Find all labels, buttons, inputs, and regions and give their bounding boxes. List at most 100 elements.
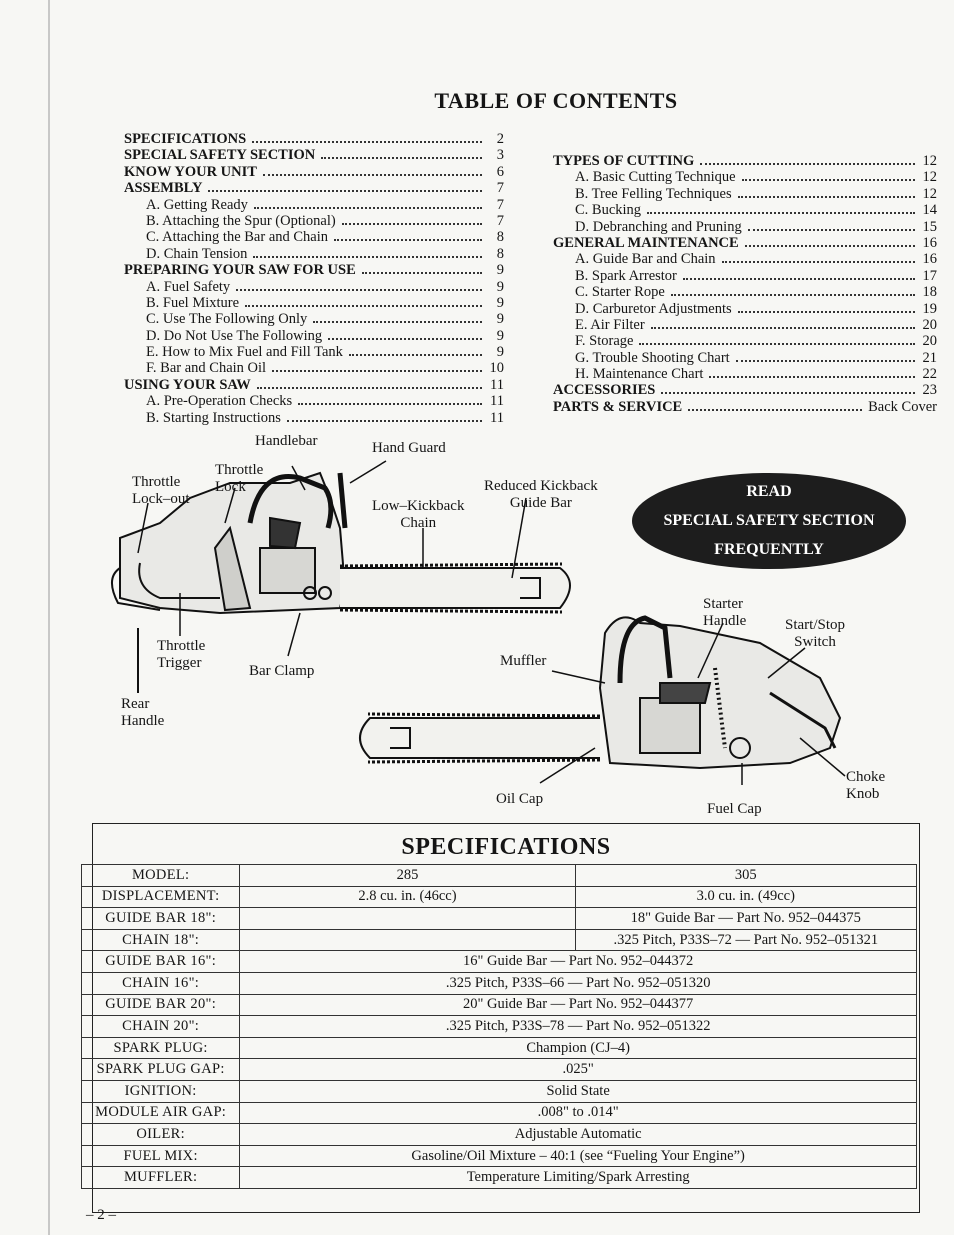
toc-entry-label: B. Fuel Mixture — [146, 294, 240, 311]
spec-value-305: 305 — [574, 864, 918, 887]
toc-entry-label: E. Air Filter — [575, 316, 645, 333]
toc-entry: B. Fuel Mixture 9 — [124, 295, 504, 311]
toc-entry-page: 8 — [496, 229, 504, 246]
toc-entry-label: GENERAL MAINTENANCE — [553, 234, 739, 251]
spec-value: .325 Pitch, P33S–66 — Part No. 952–05132… — [239, 971, 917, 995]
toc-leader-dots — [253, 255, 482, 258]
spec-value: .025" — [239, 1058, 917, 1081]
spec-label: GUIDE BAR 18": — [80, 907, 241, 930]
spec-value-285 — [239, 907, 576, 930]
toc-entry-page: 20 — [922, 333, 938, 350]
toc-entry-page: 9 — [496, 278, 504, 295]
toc-leader-dots — [737, 310, 915, 313]
spec-row: CHAIN 16":.325 Pitch, P33S–66 — Part No.… — [80, 971, 917, 995]
spec-value: 20" Guide Bar — Part No. 952–044377 — [239, 993, 917, 1017]
toc-leader-dots — [272, 370, 482, 373]
toc-entry-label: TYPES OF CUTTING — [553, 153, 695, 169]
spec-label: GUIDE BAR 20": — [80, 993, 241, 1017]
toc-entry-page: 9 — [496, 344, 504, 361]
toc-entry-label: H. Maintenance Chart — [575, 366, 704, 383]
toc-entry-label: C. Bucking — [575, 202, 642, 219]
toc-entry-page: 9 — [496, 262, 504, 279]
toc-entry-label: A. Pre-Operation Checks — [146, 393, 293, 410]
toc-leader-dots — [700, 163, 915, 165]
toc-entry-page: 3 — [496, 147, 504, 164]
toc-leader-dots — [208, 190, 482, 193]
toc-entry-label: B. Tree Felling Techniques — [575, 185, 732, 202]
toc-leader-dots — [721, 261, 915, 264]
toc-leader-dots — [252, 141, 482, 143]
toc-entry: B. Attaching the Spur (Optional)7 — [124, 213, 504, 229]
label-muffler: Muffler — [500, 653, 547, 669]
specifications-title: SPECIFICATIONS — [401, 834, 611, 860]
toc-entry-label: A. Basic Cutting Technique — [575, 169, 736, 186]
spec-row: MUFFLER:Temperature Limiting/Spark Arres… — [80, 1166, 917, 1189]
toc-leader-dots — [262, 173, 482, 176]
toc-entry-label: ASSEMBLY — [124, 180, 203, 197]
toc-entry-label: SPECIFICATIONS — [124, 131, 247, 147]
toc-entry-page: 12 — [922, 169, 938, 186]
spec-row: SPARK PLUG:Champion (CJ–4) — [80, 1036, 917, 1060]
spec-row: SPARK PLUG GAP:.025" — [80, 1058, 917, 1081]
toc-leader-dots — [321, 157, 482, 160]
spec-value: Champion (CJ–4) — [239, 1036, 917, 1060]
toc-entry-page: 2 — [496, 131, 504, 147]
toc-leader-dots — [361, 272, 482, 275]
spec-label: IGNITION: — [80, 1079, 241, 1103]
toc-entry-page: 15 — [922, 218, 938, 235]
toc-entry-page: 23 — [922, 382, 938, 399]
toc-entry-label: A. Guide Bar and Chain — [575, 251, 716, 268]
toc-entry: A. Basic Cutting Technique 12 — [553, 169, 937, 185]
toc-leader-dots — [256, 386, 482, 389]
toc-entry-label: A. Getting Ready — [146, 196, 248, 213]
spec-row: FUEL MIX:Gasoline/Oil Mixture – 40:1 (se… — [80, 1144, 917, 1168]
label-bar-clamp: Bar Clamp — [249, 663, 315, 679]
toc-entry-label: F. Storage — [575, 333, 634, 350]
toc-leader-dots — [348, 354, 482, 357]
spec-label: SPARK PLUG GAP: — [80, 1058, 241, 1081]
toc-entry-label: PARTS & SERVICE — [553, 398, 683, 415]
toc-leader-dots — [747, 228, 915, 231]
spec-row: OILER:Adjustable Automatic — [80, 1123, 917, 1146]
spec-row: IGNITION:Solid State — [80, 1079, 917, 1103]
toc-entry-label: KNOW YOUR UNIT — [124, 163, 257, 180]
toc-entry-page: 14 — [922, 202, 938, 219]
toc-leader-dots — [328, 337, 482, 340]
toc-entry-label: D. Carburetor Adjustments — [575, 300, 732, 317]
toc-entry-page: Back Cover — [868, 398, 937, 415]
toc-entry-page: 9 — [496, 311, 504, 328]
spec-value-305: 18" Guide Bar — Part No. 952–044375 — [574, 907, 918, 930]
toc-leader-dots — [661, 392, 915, 395]
spec-row: GUIDE BAR 18": 18" Guide Bar — Part No. 9… — [80, 907, 918, 930]
toc-entry-page: 17 — [922, 267, 938, 284]
toc-leader-dots — [341, 222, 482, 225]
toc-entry-page: 21 — [922, 349, 938, 366]
toc-leader-dots — [709, 376, 915, 379]
spec-row: DISPLACEMENT:2.8 cu. in. (46cc)3.0 cu. i… — [80, 885, 918, 909]
toc-leader-dots — [639, 343, 915, 346]
toc-leader-dots — [647, 212, 915, 215]
toc-entry-page: 9 — [496, 294, 504, 311]
